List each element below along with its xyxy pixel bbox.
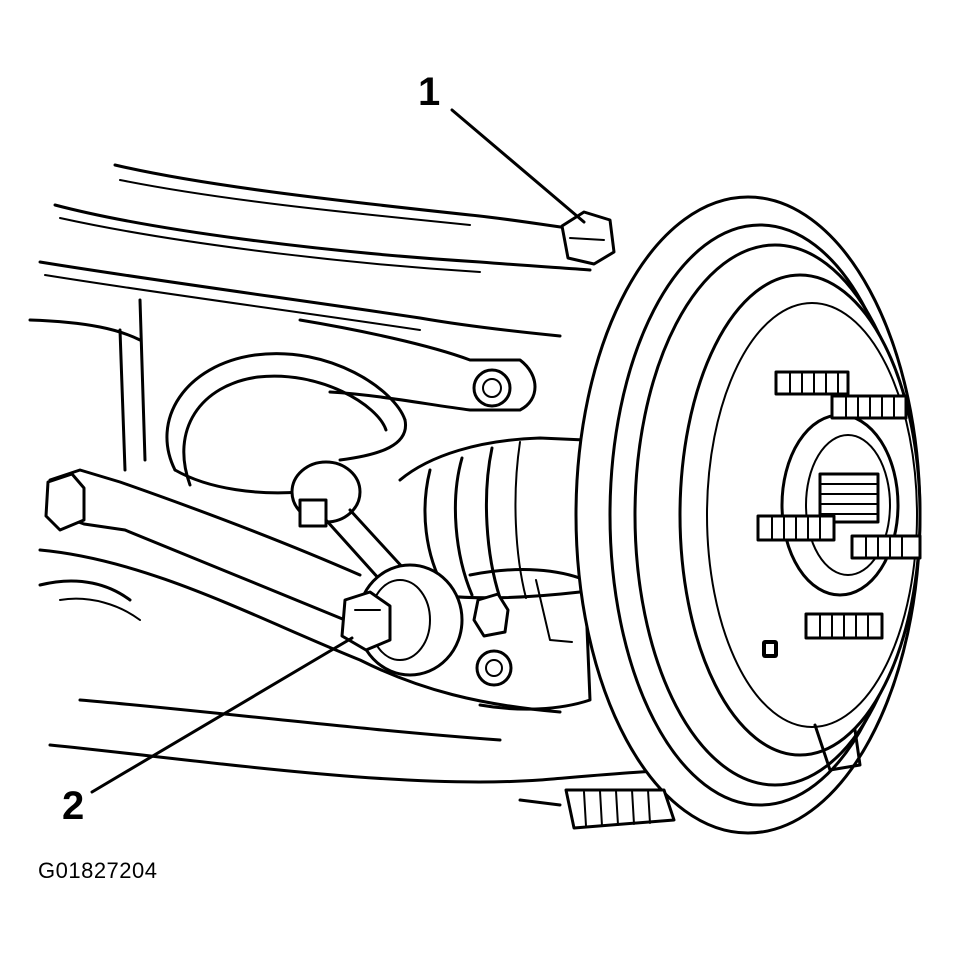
callout-label-2: 2 bbox=[62, 784, 85, 828]
callout-label-1: 1 bbox=[418, 70, 441, 114]
stabilizer-bar bbox=[165, 352, 407, 495]
wheel-studs bbox=[756, 370, 922, 640]
upper-frame-rails bbox=[28, 163, 602, 472]
stabilizer-link bbox=[290, 460, 407, 582]
lower-bushing bbox=[340, 563, 464, 677]
figure-id: G01827204 bbox=[38, 858, 158, 883]
wheel-stud bbox=[850, 534, 922, 560]
wheel-stud bbox=[756, 514, 836, 542]
wheel-stud bbox=[818, 472, 880, 524]
knuckle-bottom bbox=[518, 723, 862, 830]
wheel-stud bbox=[830, 394, 908, 420]
callout-1-leader bbox=[450, 108, 586, 224]
wheel-stud bbox=[804, 612, 884, 640]
upper-knuckle-bolt bbox=[560, 210, 616, 266]
wheel-stud bbox=[774, 370, 850, 396]
callout-leaders bbox=[90, 108, 586, 794]
callout-2-leader bbox=[90, 636, 354, 794]
knuckle-lower-mount bbox=[468, 568, 592, 711]
lower-control-arm bbox=[38, 468, 702, 784]
upper-link bbox=[298, 318, 537, 412]
